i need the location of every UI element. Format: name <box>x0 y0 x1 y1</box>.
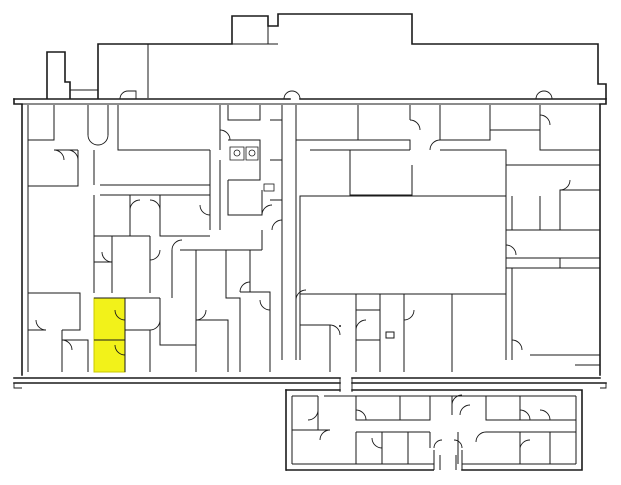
upper-annex <box>46 13 607 99</box>
lower-wing <box>285 389 583 471</box>
door-swings <box>35 114 571 356</box>
interior-walls <box>27 105 600 372</box>
highlighted-suite[interactable] <box>93 297 126 373</box>
